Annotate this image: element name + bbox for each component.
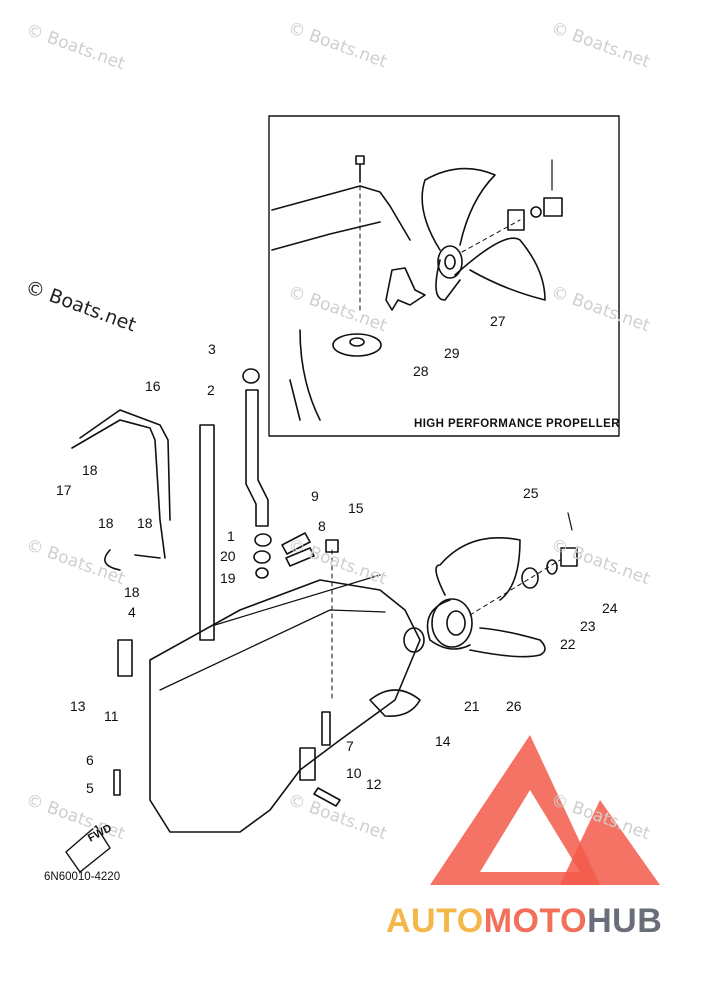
callout-5: 5 (86, 780, 94, 796)
inset-spacer (507, 209, 525, 231)
plate-8 (285, 547, 315, 567)
inset-nut (543, 197, 563, 217)
bolt-12 (313, 787, 341, 807)
cotter-pin-25 (567, 512, 573, 531)
callout-17: 17 (56, 482, 72, 498)
hose-16 (71, 409, 171, 559)
callout-29: 29 (444, 345, 460, 361)
callout-25: 25 (523, 485, 539, 501)
callout-20: 20 (220, 548, 236, 564)
callout-11: 11 (104, 708, 119, 724)
callout-18: 18 (98, 515, 114, 531)
callout-15: 15 (348, 500, 364, 516)
callout-28: 28 (413, 363, 429, 379)
logo-part-hub: HUB (587, 902, 663, 940)
bolt-7 (321, 711, 331, 746)
gearcase-body (149, 579, 421, 833)
anode-10 (299, 747, 316, 781)
callout-12: 12 (366, 776, 382, 792)
propeller-26 (426, 537, 546, 658)
callout-27: 27 (490, 313, 506, 329)
callout-18: 18 (124, 584, 140, 600)
bolt-15 (325, 539, 339, 553)
callout-18: 18 (137, 515, 153, 531)
callout-26: 26 (506, 698, 522, 714)
hose-18 (104, 549, 161, 571)
anode-14 (369, 689, 421, 717)
inset-frame (268, 115, 620, 437)
automotohub-logo-text: AUTOMOTOHUB (386, 902, 662, 941)
inset-thrust-washer (385, 267, 426, 311)
part-code: 6N60010-4220 (44, 871, 121, 883)
shift-rod (245, 389, 269, 527)
callout-9: 9 (311, 488, 319, 504)
water-tube (199, 424, 215, 641)
thrust-washer-21 (403, 627, 425, 653)
fwd-arrow (65, 824, 111, 874)
callout-18: 18 (82, 462, 98, 478)
spacer-22 (521, 567, 539, 589)
callout-1: 1 (227, 528, 235, 544)
callout-4: 4 (128, 604, 136, 620)
callout-6: 6 (86, 752, 94, 768)
seal-20 (253, 550, 271, 564)
callout-21: 21 (464, 698, 480, 714)
callout-13: 13 (70, 698, 86, 714)
grommet-3 (242, 368, 260, 384)
bolt-5 (113, 769, 121, 796)
callout-7: 7 (346, 738, 354, 754)
nut-24 (560, 547, 578, 567)
grommet-1 (254, 533, 272, 547)
inset-gearcase (271, 185, 411, 421)
callout-19: 19 (220, 570, 236, 586)
callout-3: 3 (208, 341, 216, 357)
callout-14: 14 (435, 733, 451, 749)
inset-label: HIGH PERFORMANCE PROPELLER (414, 418, 620, 430)
inset-bolt (355, 155, 365, 183)
inset-propeller (421, 167, 546, 301)
washer-23 (546, 559, 558, 575)
callout-8: 8 (318, 518, 326, 534)
callout-22: 22 (560, 636, 576, 652)
seal-19 (255, 567, 269, 579)
callout-16: 16 (145, 378, 161, 394)
logo-part-moto: MOTO (483, 902, 588, 940)
callout-23: 23 (580, 618, 596, 634)
automotohub-logo-mark (430, 735, 660, 885)
plate-9 (281, 532, 311, 555)
callout-24: 24 (602, 600, 618, 616)
inset-anode (332, 333, 382, 357)
callout-10: 10 (346, 765, 362, 781)
trim-tab-11 (117, 639, 133, 677)
callout-2: 2 (207, 382, 215, 398)
logo-part-auto: AUTO (386, 902, 484, 940)
